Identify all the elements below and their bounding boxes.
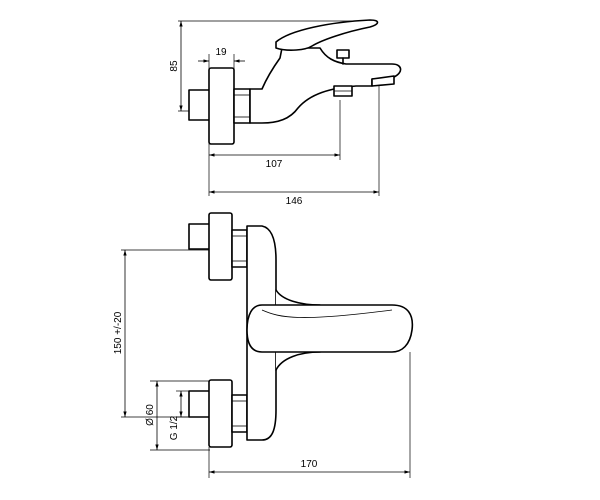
dim-label-thread: G 1/2 bbox=[169, 415, 180, 440]
dim-label-146: 146 bbox=[286, 196, 303, 207]
dim-label-85: 85 bbox=[169, 60, 180, 72]
side-inlet-pipe bbox=[188, 89, 211, 121]
dim-label-150: 150 +/-20 bbox=[113, 311, 124, 354]
front-lower-connector bbox=[231, 394, 248, 433]
side-body bbox=[249, 47, 402, 124]
side-diverter-knob bbox=[336, 49, 350, 59]
front-view: 150 +/-20 Ø 60 G 1/2 170 bbox=[113, 212, 414, 478]
dim-label-170: 170 bbox=[301, 459, 318, 470]
dim-label-19: 19 bbox=[215, 47, 227, 58]
front-lever-handle bbox=[246, 304, 414, 353]
side-wall-plate bbox=[208, 67, 235, 145]
side-spout-outlet bbox=[371, 75, 395, 87]
front-upper-wall-plate bbox=[208, 212, 233, 281]
dim-label-107: 107 bbox=[266, 159, 283, 170]
front-lower-wall-plate bbox=[208, 379, 233, 448]
front-upper-inlet-pipe bbox=[188, 223, 211, 250]
front-upper-connector bbox=[231, 229, 248, 268]
front-lower-inlet-pipe bbox=[188, 390, 211, 418]
side-connector bbox=[233, 88, 251, 124]
side-lever-handle bbox=[275, 19, 379, 51]
dim-label-diameter: Ø 60 bbox=[145, 404, 156, 426]
side-view: 85 19 107 146 bbox=[169, 19, 402, 207]
